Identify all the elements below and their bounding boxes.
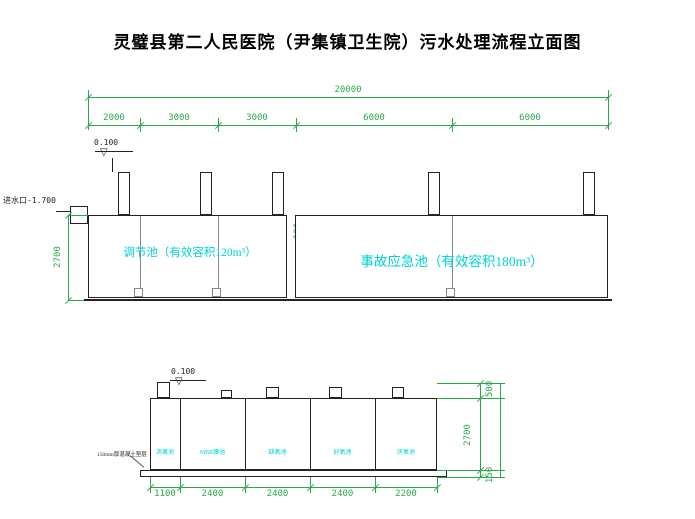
vent-stub bbox=[200, 172, 212, 215]
compartment-label: 缺氧池 bbox=[268, 450, 287, 456]
segment-dim-label: 3000 bbox=[246, 113, 268, 123]
segment-dim-label: 2000 bbox=[103, 113, 125, 123]
vent-stub bbox=[118, 172, 130, 215]
vent-stub bbox=[392, 387, 404, 398]
bottom-dim-label: 2400 bbox=[201, 489, 224, 499]
compartment-label: 好氧池 bbox=[333, 450, 352, 456]
right-dim-label: 150 bbox=[485, 466, 495, 484]
segment-dim-label: 6000 bbox=[519, 113, 541, 123]
vent-stub bbox=[221, 390, 232, 398]
regulating-tank-outline bbox=[88, 215, 287, 298]
elevation-value: 0.100 bbox=[94, 138, 119, 147]
foundation-slab bbox=[140, 470, 447, 477]
elevation-triangle-icon: ▽ bbox=[175, 376, 183, 387]
partition-footing bbox=[134, 288, 143, 297]
unit-partition bbox=[180, 399, 181, 469]
extension-line bbox=[437, 470, 505, 471]
treatment-unit-outline bbox=[150, 398, 437, 470]
compartment-label: 消毒池 bbox=[155, 450, 174, 456]
inlet-label: 进水口-1.700 bbox=[3, 196, 56, 205]
segment-dim-label: 3000 bbox=[168, 113, 190, 123]
vent-stub bbox=[428, 172, 440, 215]
vent-stub bbox=[266, 387, 279, 398]
unit-partition bbox=[310, 399, 311, 469]
top-segment-dim-line bbox=[88, 125, 608, 126]
partition-footing bbox=[212, 288, 221, 297]
regulating-tank-label: 调节池（有效容积120m³） bbox=[123, 247, 257, 259]
foundation-label: 150mm厚混凝土垫层 bbox=[97, 452, 147, 458]
compartment-label: 厌氧池 bbox=[396, 450, 415, 456]
extension-line bbox=[68, 215, 88, 216]
right-dim-line bbox=[500, 383, 501, 478]
inlet-leader-line bbox=[56, 211, 70, 212]
right-dim-label: 500 bbox=[485, 380, 495, 398]
unit-partition bbox=[245, 399, 246, 469]
drawing-title: 灵璧县第二人民医院（尹集镇卫生院）污水处理流程立面图 bbox=[113, 33, 582, 52]
emergency-tank-outline bbox=[295, 215, 608, 298]
bottom-dim-label: 2400 bbox=[266, 489, 289, 499]
vent-stub bbox=[272, 172, 284, 215]
elevation-value: 0.100 bbox=[171, 367, 196, 376]
elevation-underline bbox=[95, 151, 133, 152]
vent-stub bbox=[329, 387, 342, 398]
vent-stub bbox=[583, 172, 595, 215]
emergency-tank-label: 事故应急池（有效容积180m³） bbox=[360, 254, 544, 269]
elevation-underline bbox=[170, 380, 206, 381]
segment-dim-label: 6000 bbox=[363, 113, 385, 123]
tank-base-line bbox=[84, 299, 612, 301]
bottom-dim-label: 2200 bbox=[395, 489, 417, 499]
tank-partition bbox=[218, 216, 219, 297]
extension-line bbox=[437, 398, 505, 399]
tank-partition bbox=[452, 216, 453, 297]
total-dimension-label: 20000 bbox=[334, 85, 362, 95]
top-total-dim-line bbox=[88, 97, 608, 98]
extension-line bbox=[88, 90, 89, 130]
vent-stub bbox=[157, 382, 170, 398]
elevation-triangle-icon: ▽ bbox=[100, 147, 108, 158]
unit-partition bbox=[375, 399, 376, 469]
tank-partition bbox=[140, 216, 141, 297]
compartment-label: MBR膜池 bbox=[199, 450, 226, 456]
extension-line bbox=[608, 90, 609, 130]
bottom-dim-label: 2400 bbox=[331, 489, 354, 499]
extension-line bbox=[437, 383, 505, 384]
left-dim-line bbox=[68, 215, 69, 300]
extension-line bbox=[68, 300, 88, 301]
bottom-dim-line bbox=[150, 487, 437, 488]
right-dim-label: 2700 bbox=[463, 424, 473, 446]
elevation-leader-line bbox=[112, 158, 113, 172]
extension-line bbox=[437, 477, 505, 478]
right-dim-line bbox=[480, 383, 481, 478]
bottom-dim-label: 1100 bbox=[154, 489, 176, 499]
partition-footing bbox=[446, 288, 455, 297]
left-dimension-label: 2700 bbox=[53, 246, 63, 268]
